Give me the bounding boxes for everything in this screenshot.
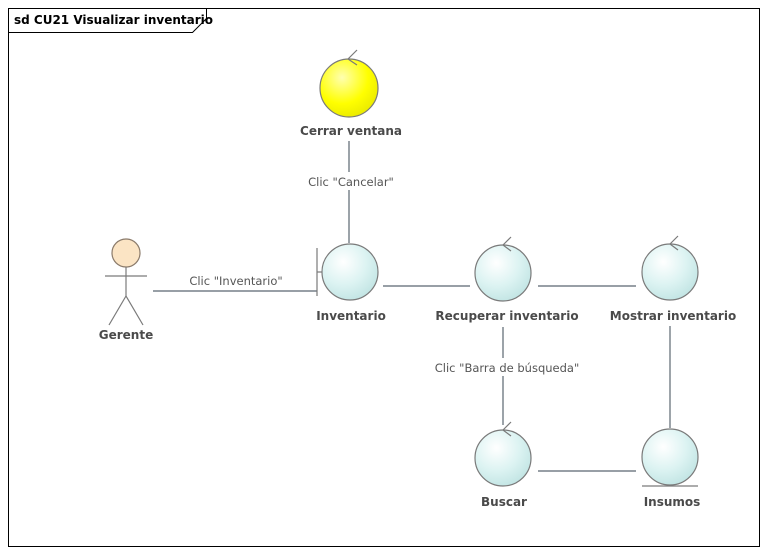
frame-title: sd CU21 Visualizar inventario — [14, 13, 213, 27]
control-label-buscar: Buscar — [481, 495, 527, 509]
connector-label-inventario-cerrar: Clic "Cancelar" — [308, 175, 394, 189]
actor-gerente[interactable]: Gerente — [99, 238, 153, 342]
control-cerrar-ventana[interactable]: Cerrar ventana — [300, 49, 402, 138]
connectors — [153, 141, 671, 472]
entity-insumos[interactable]: Insumos — [641, 428, 701, 509]
control-label-mostrar-inventario: Mostrar inventario — [610, 309, 736, 323]
control-label-recuperar-inventario: Recuperar inventario — [435, 309, 578, 323]
actor-label-gerente: Gerente — [99, 328, 153, 342]
boundary-inventario[interactable]: Inventario — [316, 243, 386, 323]
control-recuperar-inventario[interactable]: Recuperar inventario — [435, 236, 579, 323]
connector-label-gerente-inventario: Clic "Inventario" — [189, 274, 282, 288]
boundary-label-inventario: Inventario — [316, 309, 386, 323]
control-buscar[interactable]: Buscar — [474, 421, 532, 509]
actor-head-icon — [111, 238, 141, 268]
connector-label-recuperar-buscar: Clic "Barra de búsqueda" — [435, 361, 580, 375]
control-mostrar-inventario[interactable]: Mostrar inventario — [610, 235, 736, 323]
diagram-frame: sd CU21 Visualizar inventario — [8, 8, 760, 547]
control-label-cerrar-ventana: Cerrar ventana — [300, 124, 402, 138]
entity-label-insumos: Insumos — [644, 495, 701, 509]
